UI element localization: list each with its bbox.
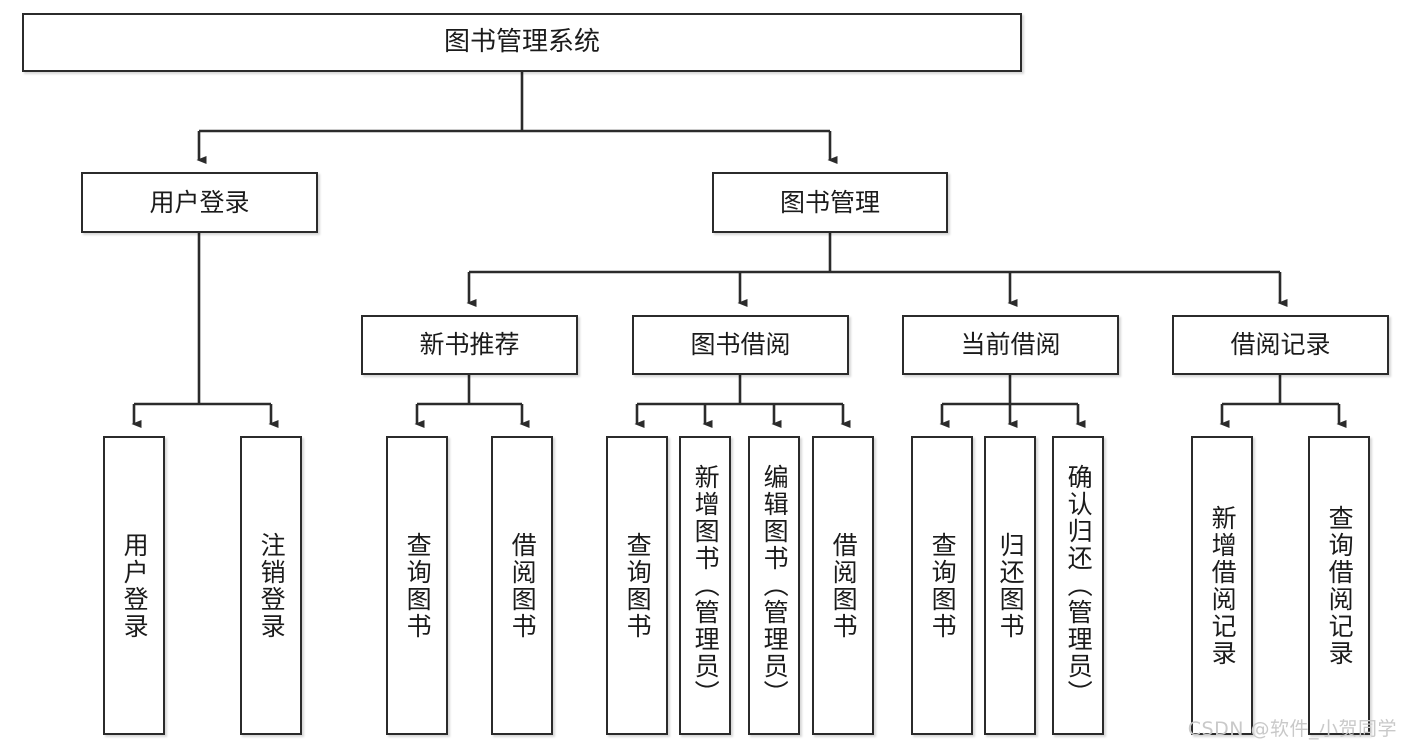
leaf-borrow-book[interactable]: 借阅图书 bbox=[812, 436, 874, 735]
leaf-query-book-borrow[interactable]: 查询图书 bbox=[606, 436, 668, 735]
node-book-management[interactable]: 图书管理 bbox=[712, 172, 948, 233]
node-user-login[interactable]: 用户登录 bbox=[81, 172, 318, 233]
node-book-borrow[interactable]: 图书借阅 bbox=[632, 315, 849, 375]
leaf-query-book-recommend[interactable]: 查询图书 bbox=[386, 436, 448, 735]
node-label: 编辑图书（管理员） bbox=[760, 464, 790, 707]
node-label: 借阅图书 bbox=[829, 531, 859, 640]
leaf-add-borrow-record[interactable]: 新增借阅记录 bbox=[1191, 436, 1253, 735]
leaf-borrow-book-recommend[interactable]: 借阅图书 bbox=[491, 436, 553, 735]
node-new-book-recommend[interactable]: 新书推荐 bbox=[361, 315, 578, 375]
node-label: 注销登录 bbox=[257, 531, 287, 640]
leaf-query-borrow-record[interactable]: 查询借阅记录 bbox=[1308, 436, 1370, 735]
leaf-return-book[interactable]: 归还图书 bbox=[984, 436, 1036, 735]
watermark-text: CSDN @软件_小贺同学 bbox=[1187, 718, 1397, 740]
node-label: 图书管理 bbox=[779, 187, 880, 217]
node-label: 借阅记录 bbox=[1230, 330, 1331, 360]
node-label: 归还图书 bbox=[996, 531, 1026, 640]
node-label: 查询图书 bbox=[623, 531, 653, 640]
node-label: 查询图书 bbox=[403, 531, 433, 640]
node-label: 借阅图书 bbox=[508, 531, 538, 640]
node-label: 用户登录 bbox=[149, 187, 250, 217]
node-current-borrow[interactable]: 当前借阅 bbox=[902, 315, 1119, 375]
node-borrow-records[interactable]: 借阅记录 bbox=[1172, 315, 1389, 375]
leaf-user-logout[interactable]: 注销登录 bbox=[240, 436, 302, 735]
node-label: 查询图书 bbox=[928, 531, 958, 640]
leaf-add-book-admin[interactable]: 新增图书（管理员） bbox=[679, 436, 731, 735]
node-label: 新增图书（管理员） bbox=[691, 464, 721, 707]
node-label: 用户登录 bbox=[120, 531, 150, 640]
node-label: 图书借阅 bbox=[690, 330, 791, 360]
node-label: 图书管理系统 bbox=[443, 27, 600, 58]
node-label: 新增借阅记录 bbox=[1208, 504, 1238, 667]
leaf-query-book-current[interactable]: 查询图书 bbox=[911, 436, 973, 735]
node-label: 新书推荐 bbox=[419, 330, 520, 360]
node-root-system[interactable]: 图书管理系统 bbox=[22, 13, 1022, 72]
leaf-edit-book-admin[interactable]: 编辑图书（管理员） bbox=[748, 436, 800, 735]
node-label: 当前借阅 bbox=[960, 330, 1061, 360]
node-label: 查询借阅记录 bbox=[1325, 504, 1355, 667]
node-label: 确认归还（管理员） bbox=[1064, 464, 1094, 707]
leaf-user-login[interactable]: 用户登录 bbox=[103, 436, 165, 735]
leaf-confirm-return-admin[interactable]: 确认归还（管理员） bbox=[1052, 436, 1104, 735]
